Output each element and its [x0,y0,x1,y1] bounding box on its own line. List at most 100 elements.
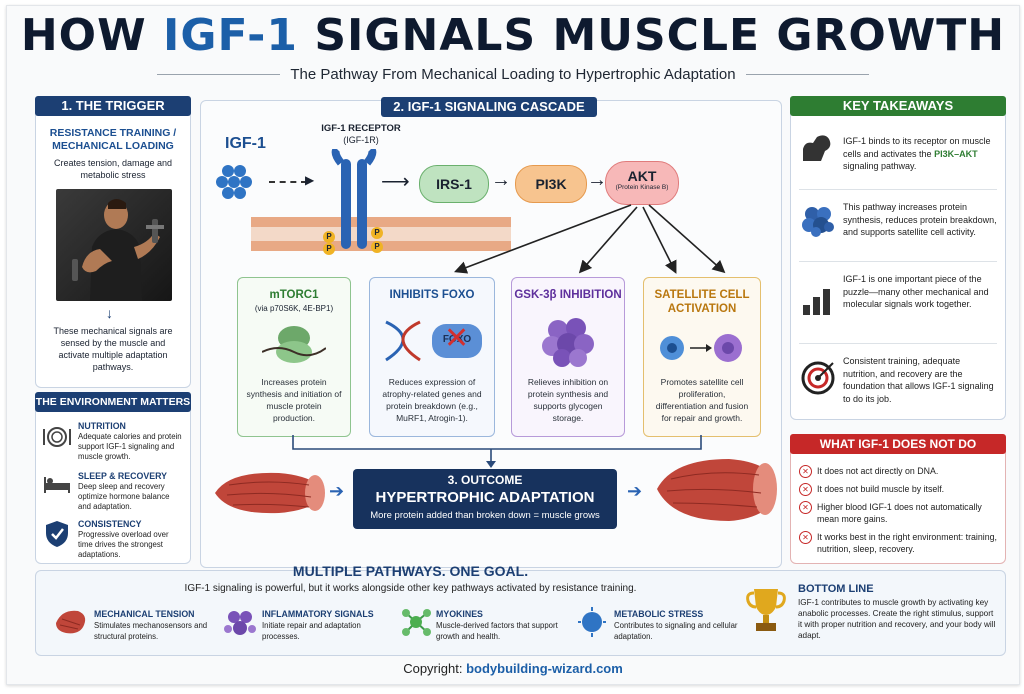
bed-icon [44,477,70,493]
igf1-molecule-icon [216,165,252,199]
env-item-title: SLEEP & RECOVERY [78,471,167,481]
multiple-pathways-panel: MULTIPLE PATHWAYS. ONE GOAL. IGF-1 signa… [35,563,1006,656]
footer-label: Copyright: [403,661,467,676]
cell-cluster-icon [802,207,834,237]
trigger-header: 1. THE TRIGGER [35,96,191,116]
target-icon [801,361,835,395]
dna-icon [385,320,421,362]
athlete-image [56,189,172,301]
pathway-title: METABOLIC STRESS [614,609,704,619]
trigger-title: RESISTANCE TRAINING / MECHANICAL LOADING [49,127,177,152]
trigger-bottom-text: These mechanical signals are sensed by t… [53,326,173,372]
pathway-title: MECHANICAL TENSION [94,609,195,619]
muscle-icon [56,610,86,634]
arrow-right-icon: → [491,169,511,191]
arrow-right-icon: ⟶ [381,171,410,193]
outcome-box: 3. OUTCOME HYPERTROPHIC ADAPTATION More … [353,469,617,529]
arrow-head-icon: ▶ [305,173,315,187]
subtitle-line [157,74,281,75]
env-item-desc: Adequate calories and protein support IG… [78,432,182,461]
divider [799,261,997,262]
takeaway-text-part: signaling pathway. [843,161,917,171]
does-not-header: WHAT IGF-1 DOES NOT DO [790,434,1006,454]
env-item-desc: Progressive overload over time drives th… [78,530,169,559]
akt-label: AKT [627,168,657,184]
trophy-icon [746,589,786,631]
phospho-badge: P [323,231,335,243]
does-not-item: It does not act directly on DNA. [817,466,939,476]
takeaway-text-part: IGF-1 binds to its receptor on muscle ce… [843,136,991,159]
muscle-before-icon [215,472,325,514]
irs1-node: IRS-1 [419,165,489,203]
card-title: INHIBITS FOXO [389,289,475,301]
multiple-header: MULTIPLE PATHWAYS. ONE GOAL. [292,563,529,579]
ribosome-icon [262,326,326,363]
pi3k-node: PI3K [515,165,587,203]
phospho-badge: P [371,227,383,239]
subtitle-line [745,74,869,75]
divider [799,189,997,190]
x-circle-icon: ✕ [799,483,812,496]
env-item-desc: Deep sleep and recovery optimize hormone… [78,482,170,511]
takeaways-panel: KEY TAKEAWAYS IGF-1 binds to its recepto… [790,96,1006,420]
env-item-title: NUTRITION [78,421,126,431]
subtitle-row: The Pathway From Mechanical Loading to H… [157,66,869,83]
title-accent: IGF-1 [162,10,299,61]
card-desc: Promotes satellite cell proliferation, d… [655,377,749,423]
x-circle-icon: ✕ [799,501,812,514]
card-mtorc1: mTORC1 (via p70S6K, 4E-BP1) Increases pr… [237,277,351,437]
card-foxo: INHIBITS FOXO FOXO ✕ Reduces expression … [369,277,495,437]
bottom-line-desc: IGF-1 contributes to muscle growth by ac… [798,598,996,640]
takeaway-text: Consistent training, adequate nutrition,… [843,356,994,404]
cross-icon: ✕ [444,322,470,355]
pathway-desc: Initiate repair and adaptation processes… [262,621,361,641]
takeaway-highlight: PI3K–AKT [934,148,978,159]
shield-icon [46,521,68,547]
sphere-icon [578,607,606,637]
phospho-badge: P [371,241,383,253]
foxo-protein: FOXO ✕ [432,324,482,358]
outcome-title: HYPERTROPHIC ADAPTATION [375,489,595,506]
footer-site-link[interactable]: bodybuilding-wizard.com [466,661,623,676]
card-gsk3b: GSK-3β INHIBITION Relieves inhibition on… [511,277,625,437]
network-icon [402,609,431,636]
arrow-right-icon: ➔ [329,481,345,501]
pathway-desc: Muscle-derived factors that support grow… [436,621,558,641]
card-title: SATELLITE CELL ACTIVATION [654,289,750,315]
title-part: SIGNALS MUSCLE GROWTH [298,10,1006,61]
trigger-panel: 1. THE TRIGGER RESISTANCE TRAINING / MEC… [35,96,191,388]
x-circle-icon: ✕ [799,531,812,544]
bottom-line-title: BOTTOM LINE [798,583,874,595]
phospho-badge: P [323,243,335,255]
does-not-item: It works best in the right environment: … [817,532,997,554]
takeaway-text: IGF-1 is one important piece of the puzz… [843,274,989,309]
akt-sublabel: (Protein Kinase B) [615,184,669,191]
pathway-title: INFLAMMATORY SIGNALS [262,609,374,619]
pathway-desc: Contributes to signaling and cellular ad… [614,621,738,641]
card-desc: Relieves inhibition on protein synthesis… [527,377,609,423]
satellite-cell-icon [660,334,742,362]
does-not-item: Higher blood IGF-1 does not automaticall… [817,502,982,524]
muscle-after-icon [657,459,777,521]
cascade-header: 2. IGF-1 SIGNALING CASCADE [381,97,597,117]
cascade-panel: 2. IGF-1 SIGNALING CASCADE IGF-1 ▶ IGF-1… [200,97,782,568]
outcome-desc: More protein added than broken down = mu… [370,510,600,521]
title-part: HOW [20,10,163,61]
env-item-title: CONSISTENCY [78,519,142,529]
receptor-sublabel: (IGF-1R) [343,135,379,145]
divider [799,343,997,344]
page-subtitle: The Pathway From Mechanical Loading to H… [290,66,736,83]
x-circle-icon: ✕ [799,465,812,478]
bar-chart-icon [803,289,830,315]
dashed-arrow-icon [269,181,307,183]
foxo-label: FOXO [442,334,472,345]
footer: Copyright: bodybuilding-wizard.com [7,661,1019,676]
converge-bracket [292,435,702,468]
card-desc: Increases protein synthesis and initiati… [246,377,342,423]
molecule-icon [224,611,256,635]
card-desc: Reduces expression of atrophy-related ge… [382,377,482,423]
receptor-label: IGF-1 RECEPTOR [321,123,401,134]
gsk3b-molecule-icon [542,318,594,367]
environment-panel: THE ENVIRONMENT MATTERS NUTRITION Adequa… [35,392,191,564]
card-title: mTORC1 [269,289,319,301]
